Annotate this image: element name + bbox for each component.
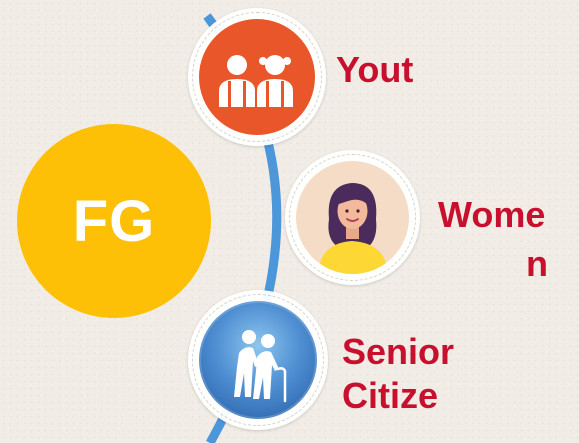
women-label-line1: Wome — [438, 194, 546, 235]
women-circle — [296, 161, 409, 274]
fg-center-circle: FG — [17, 124, 211, 318]
youth-label: Yout — [336, 49, 414, 90]
women-label-line2: n — [526, 243, 548, 284]
senior-node — [188, 290, 328, 430]
senior-label-line1: Senior — [342, 331, 455, 372]
women-node — [285, 150, 420, 285]
youth-circle — [199, 19, 315, 135]
woman-avatar-icon — [296, 161, 409, 274]
youth-node — [188, 8, 326, 146]
elderly-couple-with-cane-icon — [199, 301, 317, 419]
two-youth-people-icon — [199, 19, 315, 135]
senior-label-line2: Citize — [342, 375, 439, 416]
senior-circle — [199, 301, 317, 419]
senior-label: Senior Citize — [342, 330, 454, 418]
fg-label: FG — [72, 188, 156, 254]
